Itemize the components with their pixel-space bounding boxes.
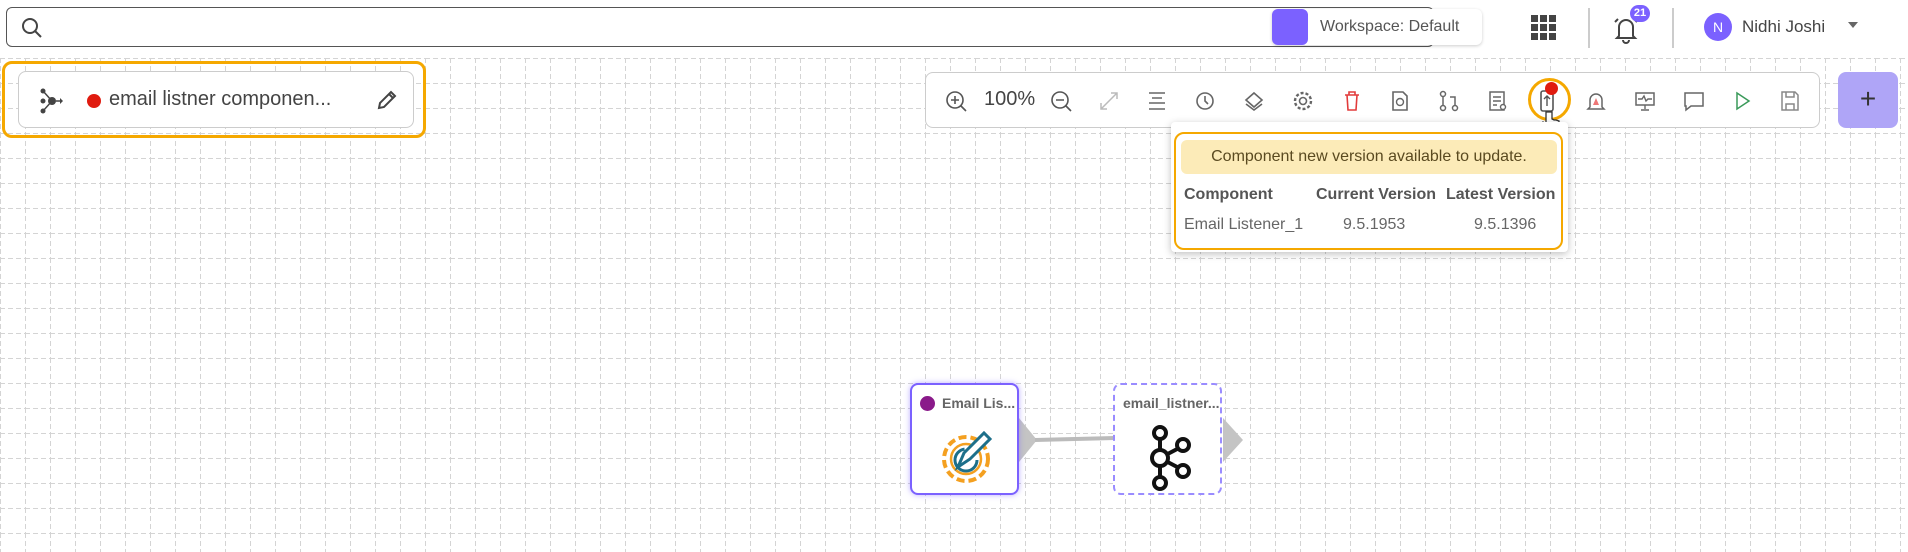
- column-header-latest-version: Latest Version: [1446, 186, 1556, 203]
- branch-icon[interactable]: [1437, 89, 1461, 113]
- highlight-box: [1174, 132, 1563, 250]
- comment-icon[interactable]: [1682, 89, 1706, 113]
- settings-gear-icon[interactable]: [1291, 89, 1315, 113]
- zoom-out-icon[interactable]: [1049, 89, 1073, 113]
- latest-version-cell: 9.5.1396: [1474, 216, 1537, 233]
- fit-screen-icon[interactable]: [1097, 89, 1121, 113]
- notification-badge: 21: [1630, 5, 1650, 22]
- pipeline-node-email-listener[interactable]: Email Lis...: [910, 383, 1019, 495]
- align-icon[interactable]: [1145, 89, 1169, 113]
- node-label: email_listner...: [1123, 395, 1220, 411]
- header-divider: [1672, 8, 1674, 48]
- apps-grid-icon[interactable]: [1531, 15, 1557, 41]
- search-icon: [22, 18, 42, 38]
- output-port-arrow[interactable]: [1221, 418, 1247, 463]
- column-header-component: Component: [1184, 186, 1273, 203]
- pipeline-name: email listner componen...: [109, 88, 332, 110]
- save-icon[interactable]: [1778, 89, 1802, 113]
- update-message: Component new version available to updat…: [1181, 140, 1557, 174]
- highlight-box: [2, 61, 426, 138]
- email-listener-gear-icon: [942, 430, 993, 483]
- pipeline-status-dot: [87, 94, 101, 108]
- user-name[interactable]: Nidhi Joshi: [1742, 17, 1826, 36]
- run-play-icon[interactable]: [1730, 89, 1754, 113]
- workspace-selector[interactable]: Workspace: Default: [1272, 9, 1482, 45]
- layers-icon[interactable]: [1242, 89, 1266, 113]
- history-icon[interactable]: [1193, 89, 1217, 113]
- node-label: Email Lis...: [942, 395, 1016, 411]
- workspace-color-swatch: [1272, 9, 1308, 45]
- search-bar[interactable]: [6, 7, 1434, 47]
- avatar[interactable]: N: [1704, 13, 1732, 41]
- update-available-dot: [1545, 82, 1558, 95]
- pipeline-node-kafka-event[interactable]: email_listner...: [1113, 383, 1222, 495]
- header-divider: [1588, 8, 1590, 48]
- column-header-current-version: Current Version: [1316, 186, 1437, 203]
- node-status-dot: [920, 396, 935, 411]
- zoom-in-icon[interactable]: [944, 89, 968, 113]
- node-connector: [1019, 418, 1125, 462]
- monitor-icon[interactable]: [1633, 89, 1657, 113]
- chevron-down-icon[interactable]: [1848, 22, 1858, 28]
- pipeline-flow-icon: [40, 88, 63, 114]
- component-name-cell: Email Listener_1: [1184, 216, 1304, 233]
- logs-search-icon[interactable]: [1486, 89, 1510, 113]
- alert-bell-icon[interactable]: [1584, 89, 1608, 113]
- pipeline-name-card: email listner componen...: [18, 71, 414, 128]
- edit-pencil-icon[interactable]: [375, 88, 399, 112]
- delete-trash-icon[interactable]: [1340, 89, 1364, 113]
- add-component-button[interactable]: +: [1838, 72, 1898, 128]
- zoom-level: 100%: [984, 88, 1036, 110]
- current-version-cell: 9.5.1953: [1343, 216, 1406, 233]
- kafka-icon: [1150, 425, 1191, 491]
- canvas-toolbar: 100%: [925, 72, 1820, 128]
- search-input[interactable]: [55, 14, 1415, 40]
- preview-document-icon[interactable]: [1388, 89, 1412, 113]
- workspace-label: Workspace: Default: [1320, 18, 1460, 35]
